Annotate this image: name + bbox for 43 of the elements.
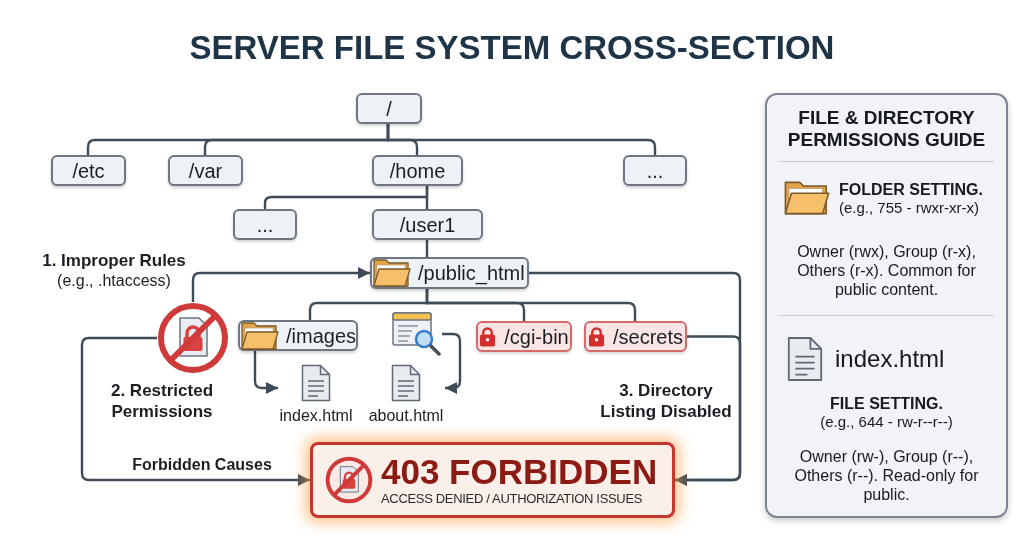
directory-node [370,257,529,289]
connector-line [425,186,429,209]
setting-heading: FILE SETTING. [830,394,943,413]
browser-search-icon [392,312,442,356]
directory-node: /user1 [372,209,483,240]
prohibition-icon [157,302,229,374]
restricted-directory-node [584,321,687,352]
setting-example: (e.g., 755 - rwxr-xr-x) [839,198,980,217]
directory-name: /secrets [613,324,683,349]
file-name: index.html [835,345,945,373]
error-banner [310,442,675,518]
restricted-directory-node [476,321,572,352]
setting-description: Owner (rwx), Group (r-x), Others (r-x). Common for public content. [796,242,977,299]
panel-title: FILE & DIRECTORY PERMISSIONS GUIDE [786,107,987,151]
directory-node: /home [372,155,463,186]
directory-node: /var [168,155,243,186]
directory-name: /cgi-bin [504,324,569,349]
setting-example: (e.g., 644 - rw-r--r--) [820,413,953,431]
arrow [253,351,278,394]
permissions-panel [765,93,1008,518]
arrow [191,267,370,302]
error-subtitle: ACCESS DENIED / AUTHORIZATION ISSUES [381,491,644,507]
setting-description: Owner (rw-), Group (r--), Others (r--). Read-only for public. [793,447,980,504]
directory-name: /public_html [418,261,525,285]
arrow [442,332,462,394]
file-name: about.html [368,406,444,426]
error-heading: 403 FORBIDDEN [381,453,658,491]
arrow [675,335,742,486]
arrow [80,336,310,486]
setting-heading: FOLDER SETTING. [839,179,983,199]
directory-node: ... [233,209,297,240]
directory-node [238,320,358,351]
cause-label: 2. Restricted Permissions [109,380,214,422]
directory-node: / [356,93,422,124]
directory-node: ... [623,155,687,186]
directory-node: /etc [51,155,126,186]
cause-label: 1. Improper Rules [41,250,187,271]
cause-note: (e.g., .htaccess) [56,271,172,291]
file-name: index.html [279,406,353,426]
directory-name: /images [286,323,357,348]
diagram-title: SERVER FILE SYSTEM CROSS-SECTION [188,28,836,68]
cause-label: 3. Directory Listing Disabled [599,380,733,422]
connector-line [425,289,637,321]
